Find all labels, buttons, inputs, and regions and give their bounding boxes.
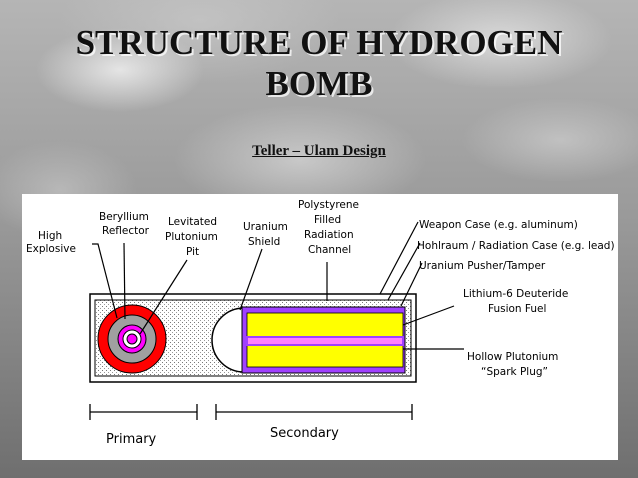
- label-lithium-deuteride: Lithium-6 Deuteride: [463, 288, 568, 300]
- label-weapon-case: Weapon Case (e.g. aluminum): [419, 219, 578, 231]
- label-secondary: Secondary: [270, 426, 339, 441]
- label-uranium-shield: Shield: [248, 236, 280, 248]
- label-primary: Primary: [106, 432, 157, 447]
- diagram-panel: High Explosive Beryllium Reflector Levit…: [22, 194, 618, 460]
- label-polystyrene-channel: Radiation: [304, 229, 354, 241]
- slide-title: STRUCTURE OF HYDROGEN BOMB: [0, 22, 638, 104]
- label-spark-plug: “Spark Plug”: [481, 366, 548, 378]
- hydrogen-bomb-diagram: High Explosive Beryllium Reflector Levit…: [26, 199, 615, 447]
- slide-title-line-1: STRUCTURE OF HYDROGEN: [75, 23, 563, 62]
- label-high-explosive: Explosive: [26, 243, 76, 255]
- slide-subtitle: Teller – Ulam Design: [252, 143, 386, 159]
- spark-plug: [246, 336, 404, 346]
- label-polystyrene-channel: Polystyrene: [298, 199, 359, 211]
- label-polystyrene-channel: Filled: [314, 214, 341, 226]
- label-levitated-pit: Plutonium: [165, 231, 218, 243]
- label-levitated-pit: Levitated: [168, 216, 217, 228]
- plutonium-pit-core: [126, 333, 138, 345]
- label-spark-plug: Hollow Plutonium: [467, 351, 558, 363]
- leader-lines: [92, 221, 464, 350]
- label-levitated-pit: Pit: [186, 246, 199, 258]
- label-beryllium-reflector: Reflector: [102, 225, 150, 237]
- label-polystyrene-channel: Channel: [308, 244, 351, 256]
- section-brackets: [89, 404, 413, 420]
- label-beryllium-reflector: Beryllium: [99, 211, 149, 223]
- label-hohlraum: Hohlraum / Radiation Case (e.g. lead): [417, 240, 615, 252]
- label-uranium-shield: Uranium: [243, 221, 288, 233]
- uranium-shield: [211, 307, 245, 373]
- label-uranium-pusher: Uranium Pusher/Tamper: [419, 260, 546, 272]
- label-lithium-deuteride: Fusion Fuel: [488, 303, 546, 315]
- slide-title-line-2: BOMB: [265, 64, 373, 103]
- label-high-explosive: High: [38, 230, 62, 242]
